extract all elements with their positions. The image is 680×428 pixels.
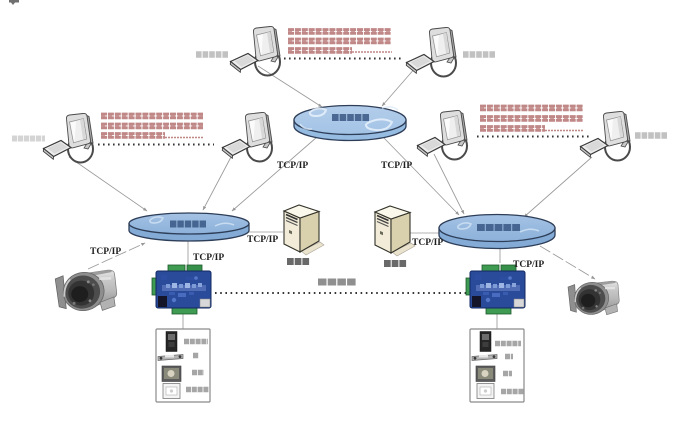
svg-text:TCP/IP: TCP/IP xyxy=(90,247,121,257)
svg-text:TCP/IP: TCP/IP xyxy=(412,238,443,248)
svg-text:TCP/IP: TCP/IP xyxy=(277,161,308,171)
svg-text:TCP/IP: TCP/IP xyxy=(193,253,224,263)
svg-text:TCP/IP: TCP/IP xyxy=(513,260,544,270)
svg-text:TCP/IP: TCP/IP xyxy=(247,235,278,245)
svg-text:TCP/IP: TCP/IP xyxy=(381,161,412,171)
